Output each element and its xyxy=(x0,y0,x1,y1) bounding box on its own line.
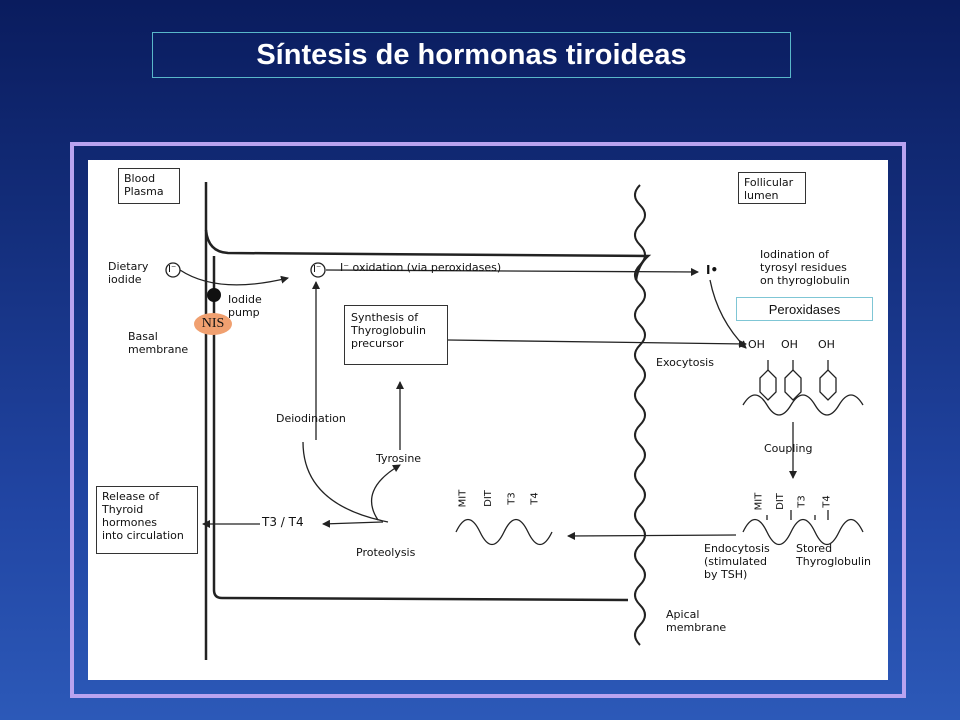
iodide-pump-line2: pump xyxy=(228,306,260,319)
iodide-pump-dot xyxy=(207,288,221,302)
oh-label-1: OH xyxy=(748,338,765,351)
release-line2: Thyroid xyxy=(102,503,144,516)
release-box: Release of Thyroid hormones into circula… xyxy=(96,486,198,554)
tyrosyl-hexagon-1 xyxy=(759,369,777,401)
residue-mit-right: MIT xyxy=(753,492,765,511)
residue-t3-left: T3 xyxy=(506,492,518,505)
residue-t3-right: T3 xyxy=(796,495,808,508)
arrow-proteolysis-tyrosine xyxy=(370,464,401,521)
blood-plasma-box: Blood Plasma xyxy=(118,168,180,204)
t3-t4-label: T3 / T4 xyxy=(262,515,304,529)
released-chain xyxy=(455,518,553,546)
proteolysis-label: Proteolysis xyxy=(356,546,416,559)
blood-plasma-line1: Blood xyxy=(124,172,156,185)
tyrosine-label: Tyrosine xyxy=(376,452,422,465)
arrow-thyroglobulin-secretion xyxy=(447,339,747,348)
oxidation-label: I⁻ oxidation (via peroxidases) xyxy=(340,261,502,274)
iodination-line2: tyrosyl residues xyxy=(760,261,847,274)
follicular-lumen-line1: Follicular xyxy=(744,176,794,189)
synthesis-line1: Synthesis of xyxy=(351,311,419,324)
residue-dit-left: DIT xyxy=(482,490,494,507)
stored-tg-line2: Thyroglobulin xyxy=(796,555,872,568)
residue-t4-right: T4 xyxy=(821,495,833,508)
iodination-label: Iodination of tyrosyl residues on thyrog… xyxy=(760,248,850,287)
slide-title: Síntesis de hormonas tiroideas xyxy=(256,38,687,71)
iodination-line1: Iodination of xyxy=(760,248,829,261)
deiodination-label: Deiodination xyxy=(276,412,346,425)
arrow-oxidation xyxy=(325,267,699,276)
tyrosyl-hexagon-2 xyxy=(784,369,802,401)
release-line1: Release of xyxy=(102,490,160,503)
synthesis-thyroglobulin-box: Synthesis of Thyroglobulin precursor xyxy=(344,305,448,365)
dietary-iodide-line1: Dietary xyxy=(108,260,149,273)
iodination-line3: on thyroglobulin xyxy=(760,274,850,287)
thyroid-synthesis-diagram: Blood Plasma Follicular lumen Dietary io… xyxy=(88,160,888,680)
basal-membrane-line1: Basal xyxy=(128,330,158,343)
iodide-pump-label: Iodide pump xyxy=(228,293,262,319)
basal-membrane-inner xyxy=(212,256,629,602)
endocytosis-line2: (stimulated xyxy=(704,555,767,568)
basal-membrane-label: Basal membrane xyxy=(128,330,188,356)
release-line4: into circulation xyxy=(102,529,184,542)
apical-membrane-line2: membrane xyxy=(666,621,727,634)
blood-plasma-line2: Plasma xyxy=(124,185,164,198)
follicular-lumen-line2: lumen xyxy=(744,189,779,202)
stored-tg-line1: Stored xyxy=(796,542,833,555)
dietary-iodide-label: Dietary iodide xyxy=(108,260,148,286)
release-line3: hormones xyxy=(102,516,157,529)
iodide-ion-left: I⁻ xyxy=(168,264,177,275)
endocytosis-label: Endocytosis (stimulated by TSH) xyxy=(704,542,770,581)
tyrosyl-hexagon-3 xyxy=(819,369,837,401)
arrow-iodide-uptake xyxy=(179,269,289,286)
residue-t4-left: T4 xyxy=(529,492,541,505)
diagram-frame xyxy=(70,142,906,698)
endocytosis-line3: by TSH) xyxy=(704,568,748,581)
stored-thyroglobulin-label: Stored Thyroglobulin xyxy=(796,542,871,568)
apical-membrane-line1: Apical xyxy=(666,608,700,621)
thyroglobulin-chain-top xyxy=(742,394,864,416)
synthesis-line2: Thyroglobulin xyxy=(351,324,427,337)
arrow-endocytosis xyxy=(567,531,737,540)
residue-mit-left: MIT xyxy=(457,489,469,508)
peroxidases-box: Peroxidases xyxy=(736,297,873,321)
nis-badge: NIS xyxy=(194,313,232,335)
follicular-lumen-box: Follicular lumen xyxy=(738,172,806,204)
coupling-label: Coupling xyxy=(764,442,813,455)
dietary-iodide-line2: iodide xyxy=(108,273,142,286)
arrow-to-t3t4 xyxy=(322,519,384,528)
curve-deiodination xyxy=(302,441,389,523)
iodide-pump-line1: Iodide xyxy=(228,293,262,306)
diagram-lines xyxy=(165,182,864,660)
oh-label-3: OH xyxy=(818,338,835,351)
thyroglobulin-chain-bottom xyxy=(742,518,864,546)
apical-membrane-wave xyxy=(634,184,646,646)
iodine-atom-label: I• xyxy=(706,263,719,277)
endocytosis-line1: Endocytosis xyxy=(704,542,770,555)
exocytosis-label: Exocytosis xyxy=(656,356,714,369)
iodide-circle-mid xyxy=(310,262,326,278)
basal-membrane-line2: membrane xyxy=(128,343,189,356)
oh-label-2: OH xyxy=(781,338,798,351)
synthesis-line3: precursor xyxy=(351,337,404,350)
slide-title-box: Síntesis de hormonas tiroideas xyxy=(152,32,791,78)
apical-membrane-label: Apical membrane xyxy=(666,608,726,634)
iodide-ion-mid: I⁻ xyxy=(313,264,322,275)
residue-dit-right: DIT xyxy=(774,493,786,510)
